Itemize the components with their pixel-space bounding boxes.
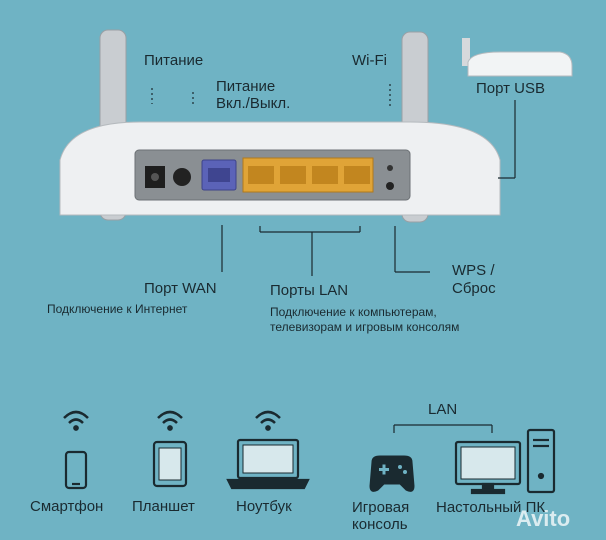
lan-desc-2: телевизорам и игровым консолям [270, 320, 460, 334]
desktop-label: Настольный ПК [436, 499, 546, 516]
console-label-2: консоль [352, 516, 408, 533]
lan-ports-label: Порты LAN [270, 282, 349, 299]
wifi-icon-laptop [255, 410, 281, 431]
wan-port-label: Порт WAN [144, 280, 217, 297]
laptop-icon [226, 438, 310, 490]
avito-watermark: Avito [516, 506, 571, 531]
wan-desc: Подключение к Интернет [47, 302, 188, 316]
desktop-monitor-icon [454, 440, 522, 495]
power-switch [173, 168, 191, 186]
lan-group-label: LAN [428, 401, 458, 418]
tablet-icon [152, 440, 188, 488]
usb-port-label: Порт USB [476, 80, 546, 97]
tablet-label: Планшет [132, 498, 195, 515]
wps-label-2: Сброс [452, 280, 496, 297]
usb-router-thumbnail [467, 51, 573, 77]
power-switch-label-2: Вкл./Выкл. [216, 95, 291, 112]
wps-button [386, 182, 394, 190]
power-label: Питание [144, 52, 204, 69]
lan-port-3 [312, 166, 338, 184]
lan-port-1 [248, 166, 274, 184]
lan-desc-1: Подключение к компьютерам, [270, 305, 437, 319]
smartphone-label: Смартфон [30, 498, 104, 515]
wifi-icon-tablet [157, 410, 183, 431]
lan-port-4 [344, 166, 370, 184]
gamepad-icon [369, 455, 415, 492]
power-switch-label-1: Питание [216, 78, 276, 95]
wifi-icon-smartphone [63, 410, 89, 431]
laptop-label: Ноутбук [236, 498, 292, 515]
wps-label-1: WPS / [452, 262, 495, 279]
wifi-label: Wi-Fi [352, 52, 387, 69]
desktop-tower-icon [526, 428, 556, 494]
smartphone-icon [64, 450, 88, 490]
lan-port-2 [280, 166, 306, 184]
console-label-1: Игровая [352, 499, 410, 516]
